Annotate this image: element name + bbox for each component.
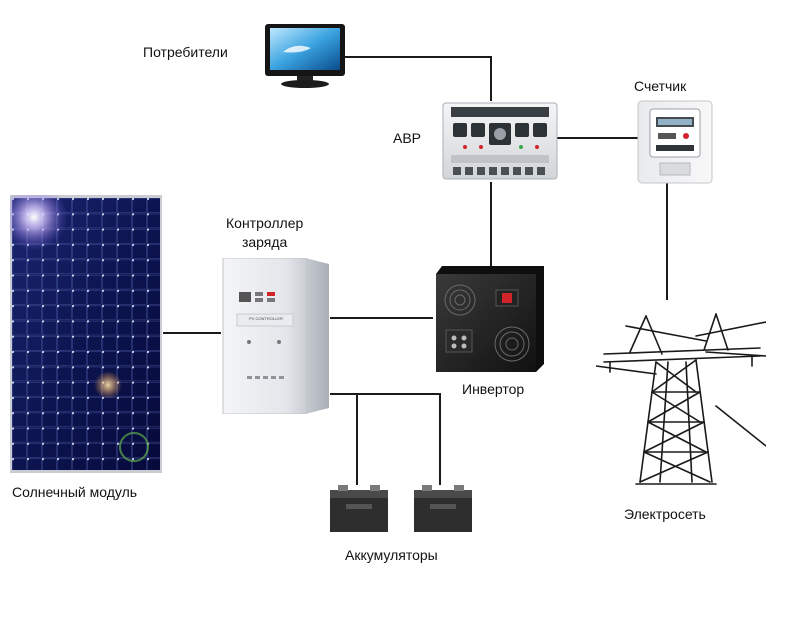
charge-controller-label: Контроллер заряда <box>226 215 304 250</box>
electricity-meter <box>636 99 714 185</box>
ats-label: АВР <box>393 130 422 146</box>
inverter <box>432 264 548 374</box>
solar-module-label: Солнечный модуль <box>12 484 138 500</box>
wire-controller-to-inverter <box>330 317 433 319</box>
wire-meter-to-grid <box>666 182 668 300</box>
inverter-label: Инвертор <box>462 381 525 397</box>
ats-device <box>441 99 559 183</box>
wire-battery2-v <box>439 393 441 485</box>
wire-panel-to-controller <box>163 332 221 334</box>
wire-battery1-v <box>356 393 358 485</box>
grid-label: Электросеть <box>624 506 706 522</box>
batteries-label: Аккумуляторы <box>345 547 438 563</box>
transmission-tower <box>596 296 766 492</box>
wire-controller-to-batteries-h <box>330 393 440 395</box>
wire-tv-to-ats-v <box>490 56 492 101</box>
battery-1 <box>328 484 390 534</box>
consumers-label: Потребители <box>143 44 228 60</box>
wire-tv-to-ats-h <box>345 56 491 58</box>
charge-controller: PV CONTROLLER <box>221 258 331 414</box>
solar-panel <box>10 195 162 473</box>
meter-label: Счетчик <box>634 78 687 94</box>
tv-icon <box>263 22 347 90</box>
wire-ats-to-meter <box>556 137 638 139</box>
wire-ats-to-inverter <box>490 182 492 266</box>
controller-panel-text: PV CONTROLLER <box>249 316 283 321</box>
battery-2 <box>412 484 474 534</box>
